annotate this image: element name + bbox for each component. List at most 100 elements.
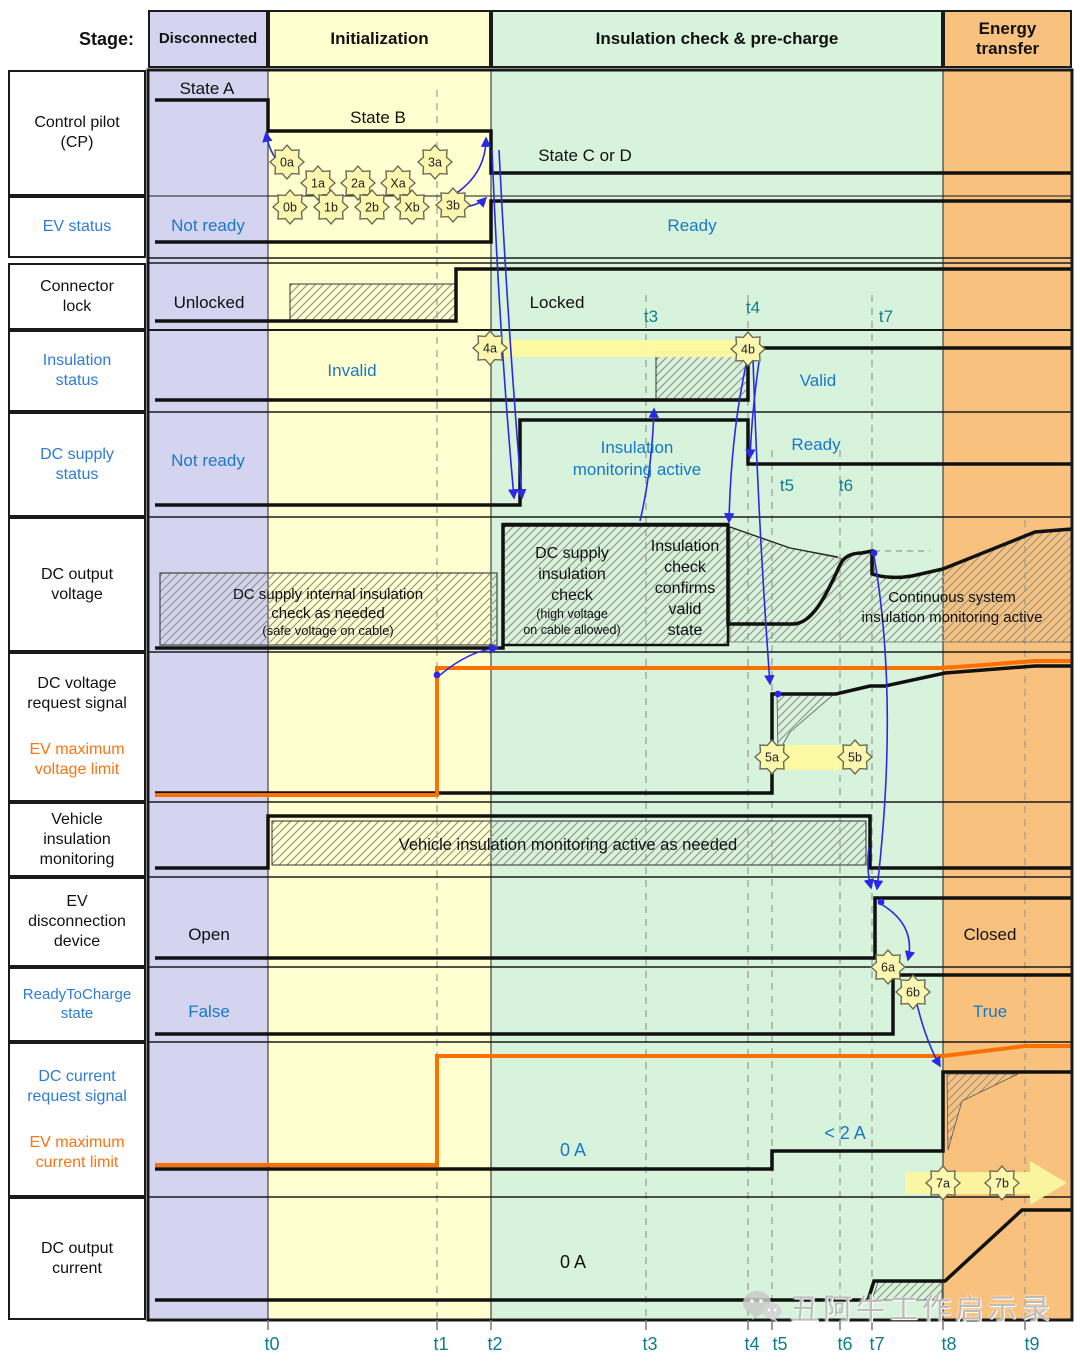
- svg-text:0b: 0b: [283, 201, 297, 215]
- svg-text:1a: 1a: [311, 177, 325, 191]
- hatched-regions: [159, 283, 1073, 1301]
- cp-waveform: [155, 98, 1072, 175]
- confirm-line1: Insulation: [651, 538, 720, 555]
- box-annotations: DC supply internal insulation check as n…: [233, 538, 1043, 854]
- watermark: 丑阿牛工作启示录: [742, 1286, 1054, 1328]
- supply-check-line1: DC supply: [535, 545, 609, 562]
- supply-check-line4: (high voltage: [536, 607, 608, 621]
- ev-disconnect-waveform: [155, 896, 1072, 960]
- internal-insulation-check-box: [159, 572, 498, 646]
- badge: 3a: [417, 144, 453, 180]
- ev-ready-label: Ready: [667, 216, 717, 235]
- dc-output-voltage-waveform: [155, 523, 1073, 650]
- invalid-label: Invalid: [327, 361, 376, 380]
- open-label: Open: [188, 925, 230, 944]
- voltage-decay-thin-line: [729, 526, 839, 558]
- valid-label: Valid: [800, 371, 837, 390]
- ev-limit-waveforms: [155, 659, 1072, 1167]
- lt-2a-label: < 2 A: [824, 1123, 866, 1143]
- svg-text:5a: 5a: [765, 751, 779, 765]
- row-borders: [148, 195, 1072, 1198]
- badge: 3b: [435, 187, 471, 223]
- svg-text:Xb: Xb: [404, 201, 419, 215]
- badge: 5b: [837, 739, 873, 775]
- timeline-t9: t9: [1024, 1334, 1040, 1354]
- badge: 7a: [925, 1165, 961, 1201]
- badge: 6b: [895, 974, 931, 1010]
- ev-max-current-waveform: [155, 1044, 1072, 1167]
- badge: 4a: [472, 330, 508, 366]
- svg-text:4b: 4b: [741, 343, 755, 357]
- svg-text:Xa: Xa: [390, 177, 405, 191]
- confirm-line4: valid: [669, 601, 702, 618]
- badge: 5a: [754, 739, 790, 775]
- svg-text:4a: 4a: [483, 342, 497, 356]
- row-label-control-pilot: Control pilot(CP): [8, 70, 146, 196]
- timeline-t2: t2: [487, 1334, 503, 1354]
- svg-text:2a: 2a: [351, 177, 365, 191]
- ready-to-charge-waveform: [155, 973, 1072, 1036]
- badge: 0a: [269, 144, 305, 180]
- signal-waveforms: [155, 98, 1073, 1302]
- connector-lock-hatch: [289, 283, 456, 322]
- ev-status-waveform: [155, 199, 1072, 244]
- supply-check-line2: insulation: [538, 566, 606, 583]
- closed-label: Closed: [964, 925, 1017, 944]
- row-label-ev-status: EV status: [8, 196, 146, 258]
- dcs-monitoring-line2: monitoring active: [573, 460, 702, 479]
- badge: 0b: [272, 189, 308, 225]
- svg-text:7a: 7a: [936, 1177, 950, 1191]
- stage-disconnected: Disconnected: [148, 10, 268, 68]
- watermark-text: 丑阿牛工作启示录: [790, 1294, 1055, 1326]
- insulation-status-waveform: [155, 346, 1072, 402]
- vehicle-insulation-waveform: [155, 814, 1072, 870]
- wechat-icon: [743, 1291, 782, 1322]
- ev-max-voltage-waveform: [155, 659, 1072, 797]
- badge: Xa: [380, 165, 416, 201]
- false-label: False: [188, 1002, 230, 1021]
- svg-text:1b: 1b: [324, 201, 338, 215]
- timeline-t5: t5: [772, 1334, 788, 1354]
- chart-frame: [146, 68, 1074, 1322]
- ev-not-ready-label: Not ready: [171, 216, 245, 235]
- dc-supply-waveform: [155, 418, 1072, 507]
- marker-t5: t5: [780, 476, 794, 495]
- timeline-t8: t8: [941, 1334, 957, 1354]
- badge: Xb: [394, 189, 430, 225]
- state-cd-label: State C or D: [538, 146, 632, 165]
- badge: 4b: [730, 331, 766, 367]
- timeline-t0: t0: [264, 1334, 280, 1354]
- supply-check-line5: on cable allowed): [523, 623, 620, 637]
- marker-t7: t7: [879, 307, 893, 326]
- badge: 7b: [984, 1165, 1020, 1201]
- vehicle-insulation-hatch: [271, 820, 867, 866]
- timeline-ticks: [267, 1320, 1026, 1330]
- true-label: True: [973, 1002, 1007, 1021]
- insulation-pending-hatch: [655, 351, 749, 401]
- causal-arrows: [262, 131, 941, 1068]
- stage-background-bands: [148, 70, 1072, 1320]
- inline-time-markers: t3 t4 t7 t5 t6: [644, 298, 893, 495]
- timeline-t6: t6: [837, 1334, 853, 1354]
- marker-t6: t6: [839, 476, 853, 495]
- vim-annotation: Vehicle insulation monitoring active as …: [399, 836, 737, 854]
- svg-text:6b: 6b: [906, 986, 920, 1000]
- continuous-line1: Continuous system: [888, 589, 1016, 606]
- confirm-line3: confirms: [655, 580, 715, 597]
- stage-initialization: Initialization: [268, 10, 491, 68]
- internal-check-line3: (safe voltage on cable): [262, 623, 394, 638]
- svg-text:6a: 6a: [881, 961, 895, 975]
- output-zero-amp-label: 0 A: [560, 1252, 586, 1272]
